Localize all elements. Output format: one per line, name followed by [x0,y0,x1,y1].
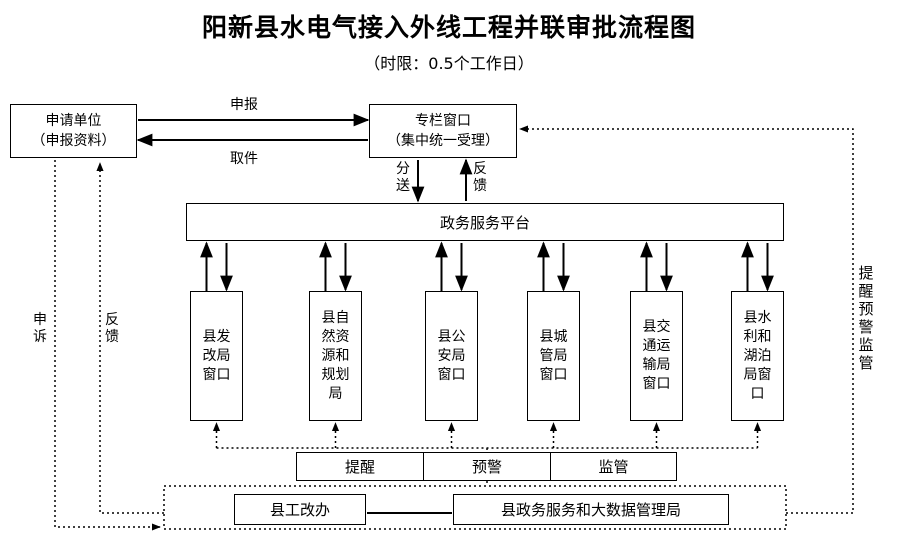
feedback-top-label: 反馈 [473,161,487,194]
bottom-dotted-frame [163,485,787,530]
department-arrows [200,241,774,292]
service-platform: 政务服务平台 [186,203,784,241]
dept-label: 县公安局窗口 [437,328,466,383]
dept-label: 县发改局窗口 [202,328,231,383]
dept-window-fagai: 县发改局窗口 [190,291,243,421]
dept-window-gongan: 县公安局窗口 [425,291,478,421]
complain-label: 申诉 [33,312,47,345]
right-alert-label: 提醒 预警 监管 [858,264,874,372]
time-limit: （时限：0.5个工作日） [364,54,534,73]
dept-label: 县自然资源和规划局 [321,309,350,402]
feedback-left-label: 反馈 [105,312,119,345]
supervision-remind: 提醒 [296,452,424,481]
applicant-box: 申请单位 （申报资料） [10,104,137,158]
dept-dotted-arrows [212,422,762,452]
data-bureau-box: 县政务服务和大数据管理局 [453,494,729,525]
applicant-label: 申请单位 [45,113,102,129]
dept-label: 县交通运输局窗口 [642,319,671,392]
reform-office-box: 县工改办 [234,494,366,525]
window-box: 专栏窗口 （集中统一受理） [369,104,517,158]
dept-label: 县水利和湖泊局窗口 [743,309,772,402]
window-label: 专栏窗口 [415,113,471,129]
dept-window-ziran: 县自然资源和规划局 [309,291,362,421]
dept-window-jiaotong: 县交通运输局窗口 [630,291,683,421]
complain-path [54,160,161,531]
dept-window-shuili: 县水利和湖泊局窗口 [731,291,784,421]
dept-window-chengguan: 县城管局窗口 [527,291,580,421]
feedback-left-path [96,162,164,514]
applicant-sub-label: （申报资料） [31,133,116,149]
window-sub-label: （集中统一受理） [387,133,499,149]
pickup-label: 取件 [230,151,258,167]
dispatch-label: 分送 [396,161,410,194]
submit-label: 申报 [230,97,258,113]
page-title: 阳新县水电气接入外线工程并联审批流程图 [201,13,696,42]
dept-label: 县城管局窗口 [539,328,568,383]
supervision-warning: 预警 [423,452,551,481]
supervision-regulate: 监管 [550,452,677,481]
